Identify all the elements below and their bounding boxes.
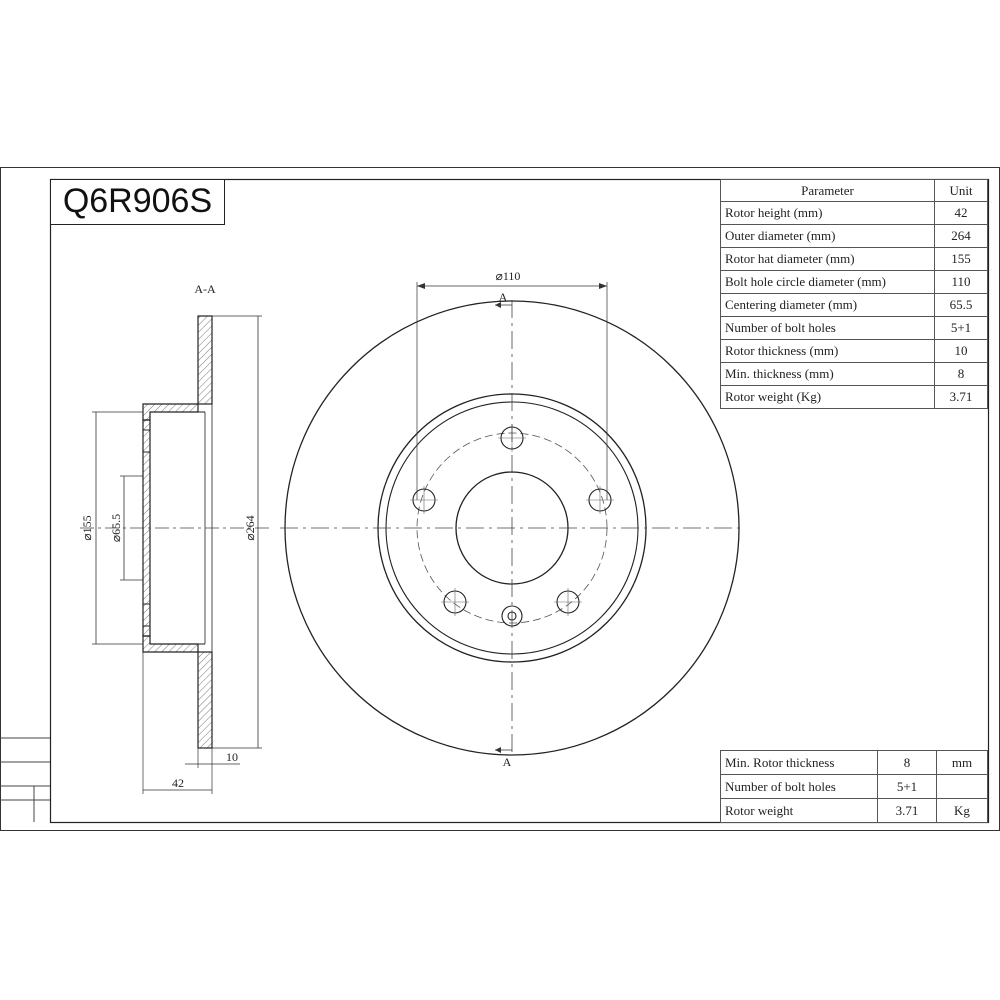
disc-ring-upper <box>197 315 213 405</box>
spec-header-unit: Unit <box>934 179 988 202</box>
spec-value: 110 <box>934 270 988 294</box>
dim-hat-label: ⌀155 <box>80 515 94 540</box>
part-number: Q6R906S <box>62 182 213 220</box>
disc-ring-lower <box>197 651 213 749</box>
spec-parameter: Outer diameter (mm) <box>720 224 935 248</box>
summary-label: Rotor weight <box>720 798 878 823</box>
summary-value: 5+1 <box>877 774 937 799</box>
section-view: ⌀155 ⌀65.5 ⌀264 10 42 A-A <box>80 282 270 794</box>
table-row: Rotor weight (Kg)3.71 <box>720 385 988 409</box>
front-view <box>280 282 745 756</box>
spec-value: 65.5 <box>934 293 988 317</box>
table-row: Rotor weight 3.71 Kg <box>720 798 988 823</box>
revision-grid <box>0 737 50 822</box>
spec-parameter: Bolt hole circle diameter (mm) <box>720 270 935 294</box>
dim-centering-label: ⌀65.5 <box>109 514 123 542</box>
spec-parameter: Min. thickness (mm) <box>720 362 935 386</box>
inner-border <box>49 178 990 824</box>
spec-value: 8 <box>934 362 988 386</box>
spec-parameter: Rotor weight (Kg) <box>720 385 935 409</box>
part-number-box: Q6R906S <box>50 179 225 225</box>
section-marker-bottom: A <box>503 755 512 769</box>
technical-drawing: ⌀155 ⌀65.5 ⌀264 10 42 A-A <box>0 167 1000 831</box>
dim-thickness-label: 10 <box>226 750 238 764</box>
summary-value: 8 <box>877 750 937 775</box>
table-row: Number of bolt holes 5+1 <box>720 774 988 799</box>
spec-table: Parameter Unit Rotor height (mm)42 Outer… <box>720 179 988 409</box>
table-row: Min. thickness (mm)8 <box>720 362 988 386</box>
spec-header-row: Parameter Unit <box>720 179 988 202</box>
spec-value: 3.71 <box>934 385 988 409</box>
summary-unit <box>936 774 988 799</box>
summary-unit: Kg <box>936 798 988 823</box>
table-row: Min. Rotor thickness 8 mm <box>720 750 988 775</box>
spec-value: 10 <box>934 339 988 363</box>
dim-height-label: 42 <box>172 776 184 790</box>
section-title: A-A <box>194 282 216 296</box>
spec-parameter: Number of bolt holes <box>720 316 935 340</box>
spec-value: 264 <box>934 224 988 248</box>
table-row: Rotor hat diameter (mm)155 <box>720 247 988 271</box>
spec-value: 5+1 <box>934 316 988 340</box>
spec-value: 42 <box>934 201 988 225</box>
drawing-sheet: ⌀155 ⌀65.5 ⌀264 10 42 A-A <box>0 167 1000 831</box>
dim-outer-label: ⌀264 <box>243 515 257 540</box>
spec-parameter: Centering diameter (mm) <box>720 293 935 317</box>
table-row: Centering diameter (mm)65.5 <box>720 293 988 317</box>
section-marker-top: A <box>499 290 508 304</box>
dim-bolt-circle-label: ⌀110 <box>496 269 521 283</box>
spec-value: 155 <box>934 247 988 271</box>
table-row: Rotor height (mm)42 <box>720 201 988 225</box>
spec-parameter: Rotor hat diameter (mm) <box>720 247 935 271</box>
summary-table: Min. Rotor thickness 8 mm Number of bolt… <box>720 750 988 823</box>
table-row: Rotor thickness (mm)10 <box>720 339 988 363</box>
summary-value: 3.71 <box>877 798 937 823</box>
summary-unit: mm <box>936 750 988 775</box>
summary-label: Min. Rotor thickness <box>720 750 878 775</box>
spec-parameter: Rotor thickness (mm) <box>720 339 935 363</box>
table-row: Bolt hole circle diameter (mm)110 <box>720 270 988 294</box>
summary-label: Number of bolt holes <box>720 774 878 799</box>
table-row: Outer diameter (mm)264 <box>720 224 988 248</box>
spec-header-parameter: Parameter <box>720 179 935 202</box>
spec-parameter: Rotor height (mm) <box>720 201 935 225</box>
